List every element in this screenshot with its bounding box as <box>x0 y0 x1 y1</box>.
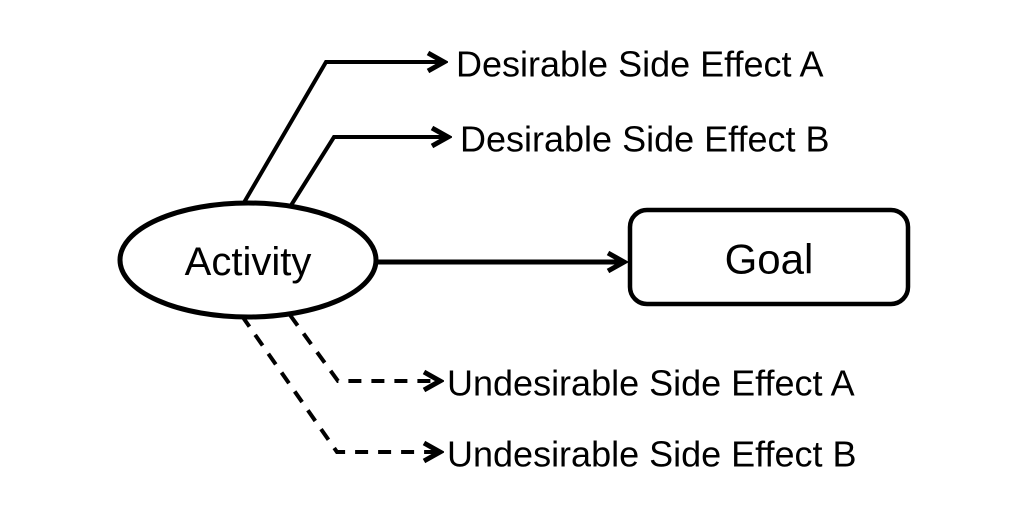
goal-node <box>627 207 911 307</box>
activity-node-label: Activity <box>185 240 312 284</box>
desirable-side-effect-a-label: Desirable Side Effect A <box>456 44 824 85</box>
goal-node-label: Goal <box>725 236 814 283</box>
arrow-activity-to-undesirable-a <box>288 313 440 381</box>
undesirable-side-effect-b-label: Undesirable Side Effect B <box>447 434 857 475</box>
arrow-activity-to-desirable-b <box>288 137 448 209</box>
undesirable-side-effect-a-label: Undesirable Side Effect A <box>447 363 855 404</box>
desirable-side-effect-b-label: Desirable Side Effect B <box>460 119 830 160</box>
arrow-activity-to-undesirable-b <box>240 314 440 452</box>
arrow-activity-to-desirable-a <box>240 62 444 208</box>
activity-node <box>117 200 379 320</box>
